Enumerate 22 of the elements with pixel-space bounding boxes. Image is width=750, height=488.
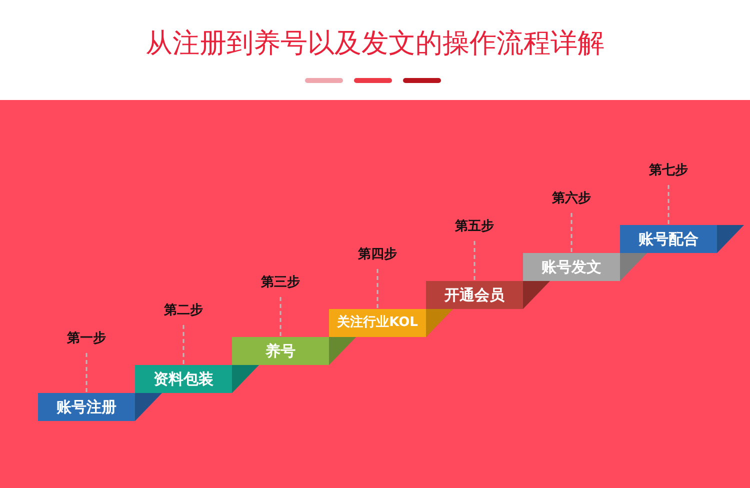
leader-line [280, 297, 282, 337]
leader-line [474, 241, 476, 281]
title: 从注册到养号以及发文的操作流程详解 [144, 27, 606, 61]
leader-line [86, 353, 88, 393]
leader-line [570, 213, 572, 253]
step-label: 第一步 [56, 330, 116, 348]
step-box: 账号发文 [523, 253, 620, 281]
step-box: 关注行业KOL [329, 309, 426, 337]
step-box: 开通会员 [426, 281, 523, 309]
step-label: 第二步 [154, 302, 214, 320]
step-label: 第六步 [542, 190, 602, 208]
step-label: 第四步 [348, 246, 408, 264]
step-box: 资料包装 [135, 365, 232, 393]
step-label: 第七步 [638, 162, 698, 180]
leader-line [182, 325, 184, 365]
step-box: 养号 [232, 337, 329, 365]
step-label: 第五步 [444, 218, 504, 236]
step-box: 账号注册 [38, 393, 135, 421]
leader-line [668, 185, 670, 225]
step-box: 账号配合 [620, 225, 717, 253]
leader-line [376, 269, 378, 309]
step-label: 第三步 [250, 274, 310, 292]
